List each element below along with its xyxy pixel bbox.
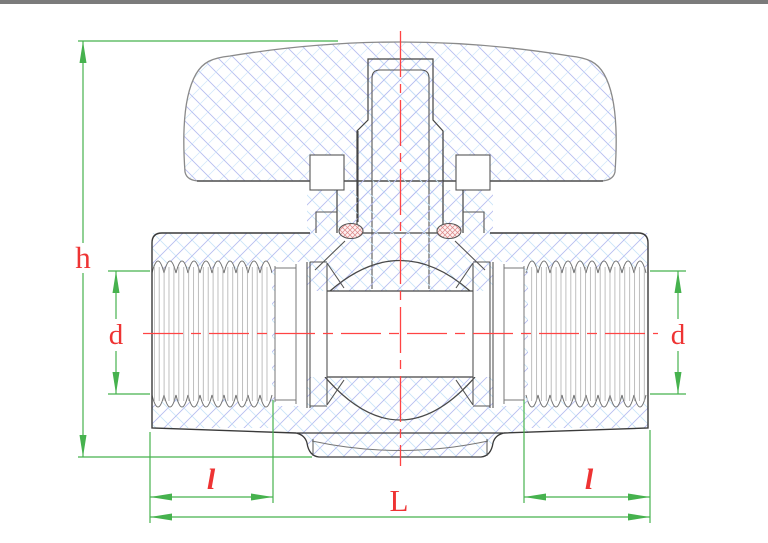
body-right-threaded-end (525, 233, 648, 428)
window-top-edge (0, 0, 768, 4)
centerlines (143, 31, 658, 466)
o-ring-left (338, 222, 364, 240)
handle-hub-tab-left (309, 154, 345, 191)
extension-lines (149, 400, 651, 523)
label-height-h: h (75, 240, 91, 275)
label-thread-length-right: l (585, 463, 594, 496)
label-thread-length-left: l (207, 463, 216, 496)
dimension-arrowheads (79, 41, 682, 521)
label-overall-length-L: L (390, 483, 409, 518)
label-bore-d-right: d (671, 319, 686, 351)
valve-body-outline (151, 232, 649, 434)
seat-rings (306, 261, 494, 408)
label-bore-d-left: d (109, 319, 124, 351)
o-ring-right (436, 222, 462, 240)
body-left-threaded-end (151, 233, 273, 428)
handle-hub-tab-right (455, 154, 491, 191)
